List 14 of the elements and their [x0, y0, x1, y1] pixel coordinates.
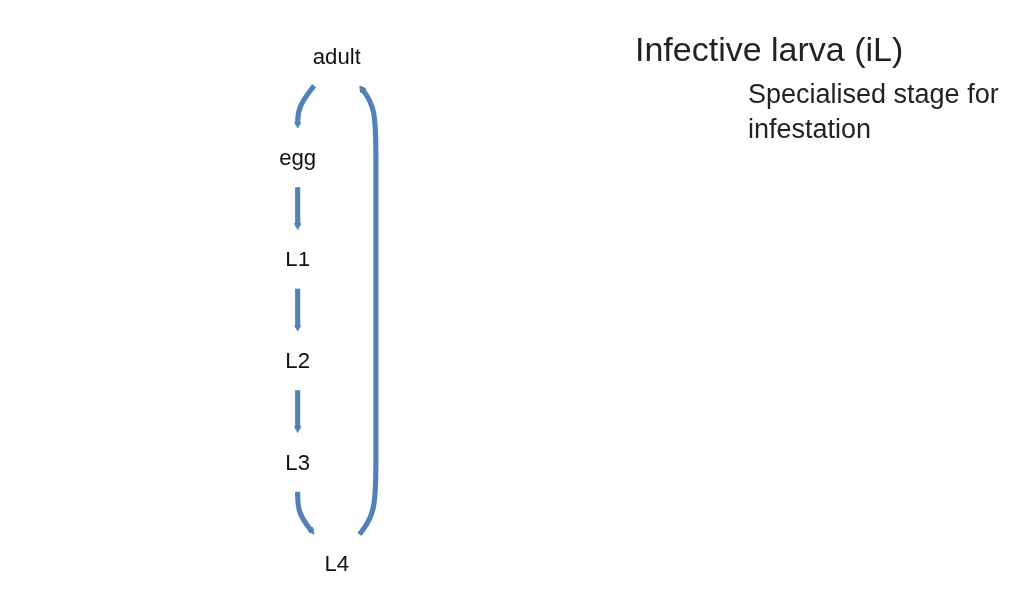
arrow	[293, 187, 302, 231]
arrow	[293, 390, 302, 434]
node-text: L3	[285, 449, 311, 475]
node-text: adult	[312, 43, 361, 69]
arrow	[293, 288, 302, 332]
node-text: L1	[285, 246, 311, 272]
node-text: L2	[285, 347, 311, 374]
heading-text: Infective larva (iL)	[635, 30, 905, 69]
node-text: L4	[324, 550, 350, 577]
node-text: egg	[279, 144, 317, 171]
arrow	[357, 85, 379, 536]
note-text: Specialised stage for infestation	[748, 78, 1000, 147]
arrow	[293, 84, 317, 129]
arrow	[295, 491, 315, 535]
